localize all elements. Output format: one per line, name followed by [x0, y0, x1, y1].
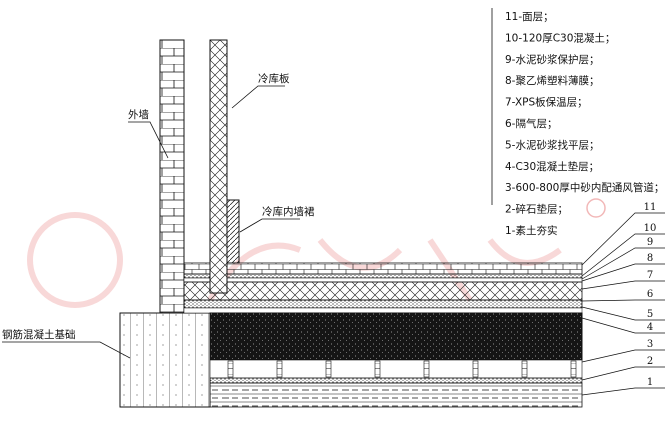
- layer-2-gravel: [209, 377, 583, 384]
- layer-number-callouts: 11 10 9 8 7 6 5 4 3 2 1: [581, 202, 665, 396]
- layer-number: 7: [647, 270, 653, 281]
- leader-lines: [2, 8, 493, 359]
- callout-leader: [581, 212, 665, 266]
- legend-item: 8-聚乙烯塑料薄膜；: [505, 74, 599, 87]
- layer-11-surface: [183, 262, 583, 275]
- layer-number: 4: [647, 322, 653, 333]
- vent-pipe: [276, 360, 283, 378]
- layer-number: 1: [647, 377, 653, 388]
- layer-4-concrete: [209, 312, 583, 361]
- label-outer-wall: 外墙: [128, 108, 149, 121]
- layer-number: 8: [647, 253, 653, 264]
- layer-1-soil: [209, 382, 583, 408]
- layer-legend: 11-面层； 10-120厚C30混凝土； 9-水泥砂浆保护层； 8-聚乙烯塑料薄膜；…: [505, 11, 664, 237]
- vent-pipe: [227, 360, 234, 378]
- vent-pipe: [423, 360, 430, 378]
- layer-8-film: [183, 277, 583, 283]
- legend-item: 9-水泥砂浆保护层；: [505, 53, 599, 66]
- legend-item: 11-面层；: [505, 11, 554, 23]
- callout-leader: [581, 280, 665, 290]
- vent-pipe: [325, 360, 332, 378]
- layer-number: 3: [647, 339, 653, 350]
- legend-item: 1-素土夯实: [505, 224, 557, 237]
- vent-pipe: [521, 360, 528, 378]
- vent-pipe: [570, 360, 577, 378]
- legend-item: 5-水泥砂浆找平层；: [505, 138, 599, 151]
- callout-leader: [581, 247, 665, 280]
- layer-supports: [183, 307, 583, 314]
- label-inner-skirt: 冷库内墙裙: [262, 205, 315, 218]
- callout-leader: [581, 387, 665, 396]
- callout-leader: [581, 349, 665, 363]
- layer-number: 10: [644, 223, 657, 234]
- callout-leader: [581, 299, 665, 302]
- label-foundation: 钢筋混凝土基础: [2, 328, 76, 341]
- layer-number: 9: [647, 237, 653, 248]
- inner-wall-skirt: [226, 199, 240, 264]
- outer-brick-wall: [159, 39, 185, 314]
- legend-item: 3-600-800厚中砂内配通风管道；: [505, 181, 664, 194]
- concrete-foundation: [119, 312, 211, 408]
- legend-item: 4-C30混凝土垫层；: [505, 160, 599, 173]
- legend-item: 2-碎石垫层；: [505, 203, 568, 216]
- legend-item: 10-120厚C30混凝土；: [505, 31, 615, 44]
- layer-number: 5: [647, 309, 653, 320]
- layer-6-5: [183, 299, 583, 309]
- layer-number: 11: [644, 202, 657, 213]
- layer-10-9: [183, 273, 583, 279]
- vent-pipe: [472, 360, 479, 378]
- legend-item: 7-XPS板保温层；: [505, 96, 588, 109]
- layer-number: 6: [647, 289, 653, 300]
- layer-7-xps: [183, 281, 583, 301]
- callout-leader: [581, 263, 665, 282]
- callout-leader: [581, 306, 665, 321]
- floor-layers: [183, 262, 583, 408]
- callout-leader: [581, 366, 665, 381]
- vent-pipe: [374, 360, 381, 378]
- callout-leader: [581, 317, 665, 334]
- label-cold-panel: 冷库板: [258, 72, 290, 85]
- callout-leader: [581, 233, 665, 277]
- legend-item: 6-隔气层；: [505, 117, 557, 130]
- layer-number: 2: [647, 356, 653, 367]
